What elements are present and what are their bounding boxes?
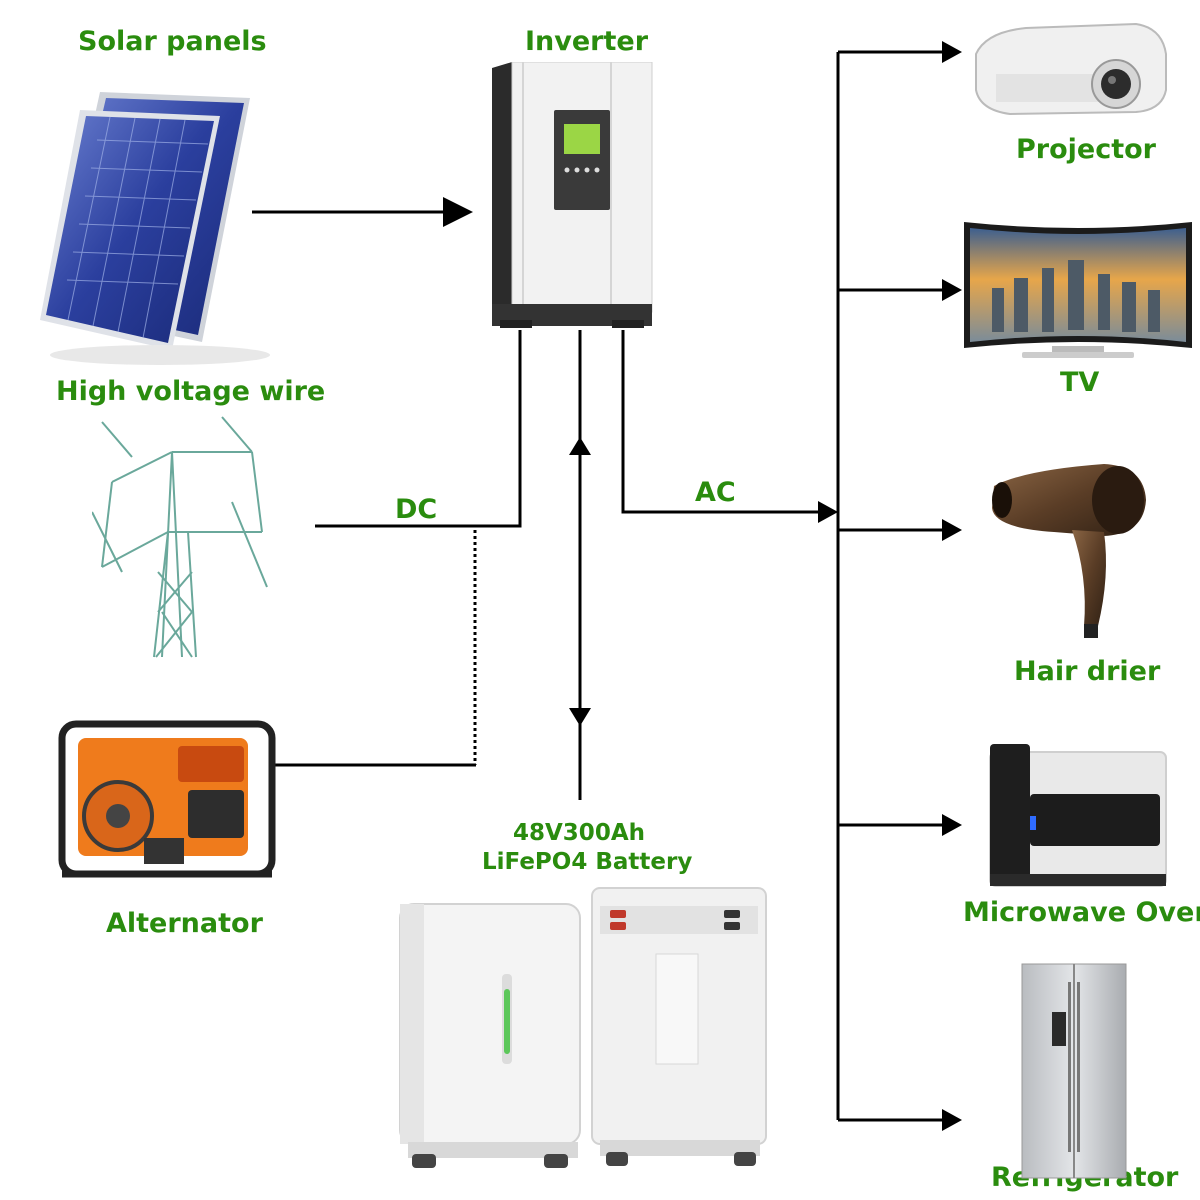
label-ac: AC <box>695 477 736 508</box>
label-battery-line1: 48V300Ah <box>513 820 645 846</box>
label-solar-panels: Solar panels <box>78 26 267 57</box>
label-high-voltage-wire: High voltage wire <box>56 376 326 407</box>
battery-cabinet-icon <box>399 887 767 1168</box>
solar-panel-icon <box>40 92 270 365</box>
hair-drier-icon <box>992 464 1146 638</box>
label-projector: Projector <box>1016 134 1156 165</box>
label-microwave-oven: Microwave Oven <box>963 897 1200 928</box>
label-hair-drier: Hair drier <box>1014 656 1161 687</box>
label-battery-line2: LiFePO4 Battery <box>482 849 693 875</box>
microwave-icon <box>989 744 1167 887</box>
ac-line <box>621 330 822 514</box>
tv-icon <box>964 222 1192 358</box>
transmission-tower-icon <box>92 416 268 658</box>
label-alternator: Alternator <box>106 908 263 939</box>
label-tv: TV <box>1060 367 1100 398</box>
label-dc: DC <box>395 494 438 525</box>
generator-icon <box>58 720 276 878</box>
refrigerator-icon <box>1021 963 1127 1179</box>
label-inverter: Inverter <box>525 26 649 57</box>
inverter-icon <box>492 62 653 328</box>
projector-icon <box>975 22 1167 116</box>
dc-line <box>315 330 522 528</box>
